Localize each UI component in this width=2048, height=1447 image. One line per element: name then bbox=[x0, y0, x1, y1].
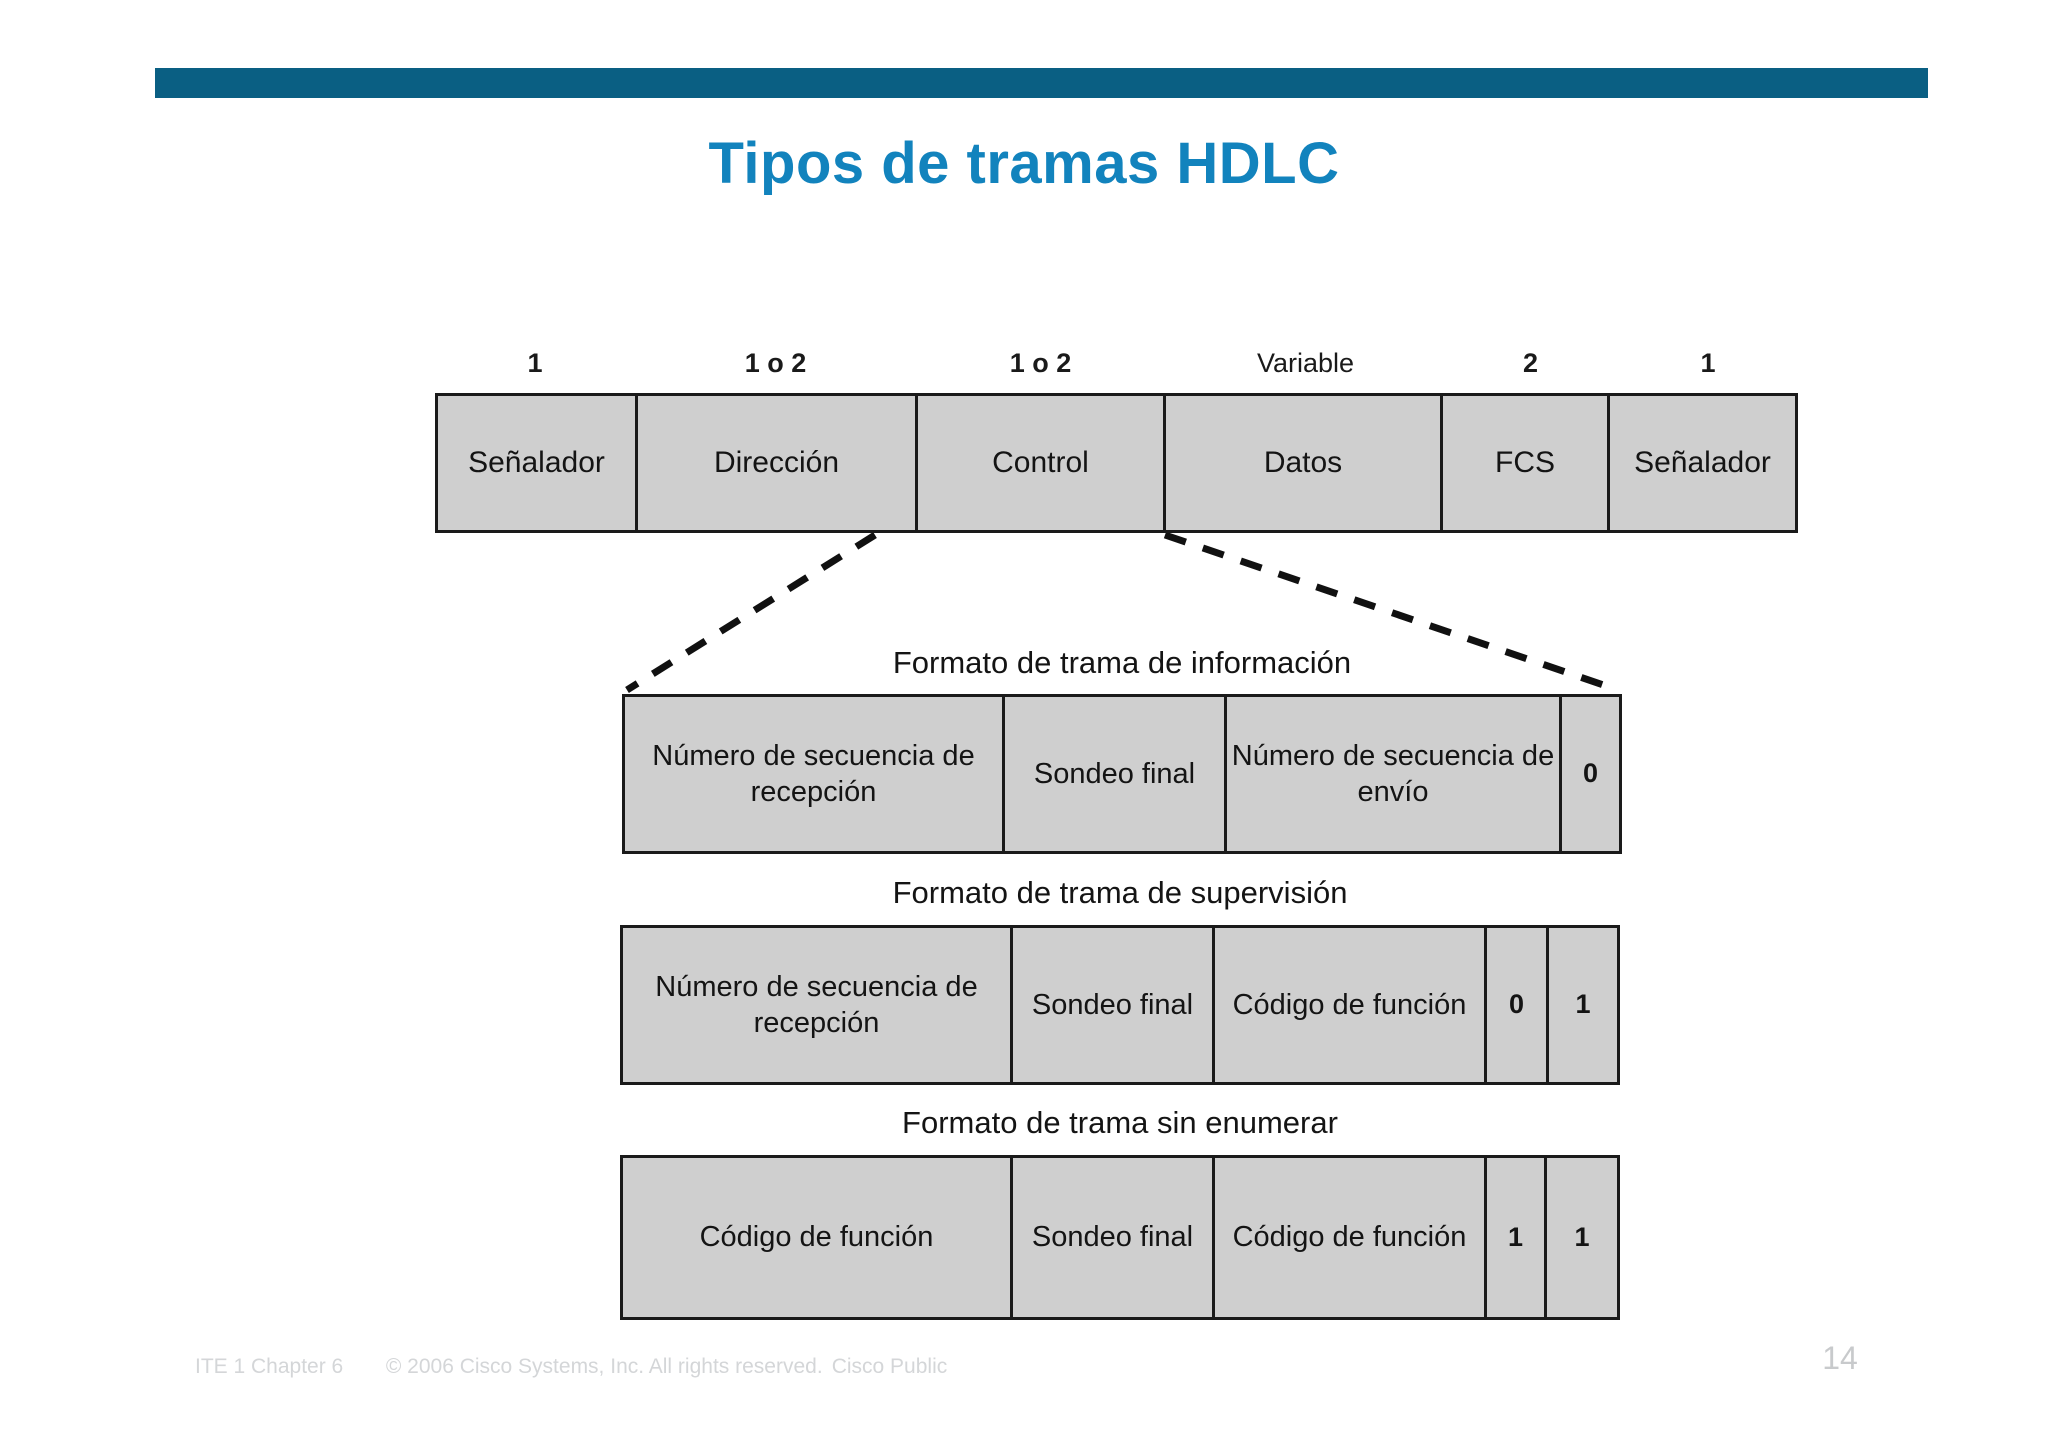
sup-cell-bit-0: 0 bbox=[1487, 928, 1549, 1082]
slide-footer: ITE 1 Chapter 6 © 2006 Cisco Systems, In… bbox=[195, 1355, 1595, 1379]
frame-cell-data: Datos bbox=[1166, 396, 1443, 530]
caption-unnumbered-frame: Formato de trama sin enumerar bbox=[902, 1105, 1338, 1140]
sup-cell-poll-final: Sondeo final bbox=[1013, 928, 1215, 1082]
information-frame-row: Número de secuencia de recepción Sondeo … bbox=[622, 694, 1622, 854]
footer-chapter: ITE 1 Chapter 6 bbox=[195, 1355, 344, 1378]
footer-classification: Cisco Public bbox=[831, 1355, 948, 1378]
size-label-control: 1 o 2 bbox=[1009, 348, 1072, 378]
size-label-data: Variable bbox=[1256, 348, 1355, 378]
caption-supervision-frame: Formato de trama de supervisión bbox=[892, 875, 1348, 910]
info-cell-bit-0: 0 bbox=[1562, 697, 1619, 851]
size-label-flag-1: 1 bbox=[527, 348, 543, 378]
size-label-address: 1 o 2 bbox=[744, 348, 807, 378]
frame-cell-fcs: FCS bbox=[1443, 396, 1610, 530]
page-number: 14 bbox=[1822, 1340, 1858, 1376]
frame-cell-flag-1: Señalador bbox=[438, 396, 638, 530]
caption-information-frame: Formato de trama de información bbox=[892, 645, 1352, 680]
size-label-fcs: 2 bbox=[1522, 348, 1539, 378]
unnumbered-frame-row: Código de función Sondeo final Código de… bbox=[620, 1155, 1620, 1320]
frame-cell-control: Control bbox=[918, 396, 1166, 530]
footer-copyright: © 2006 Cisco Systems, Inc. All rights re… bbox=[385, 1355, 823, 1378]
unnum-cell-bit-1b: 1 bbox=[1547, 1158, 1617, 1317]
unnum-cell-function-code-2: Código de función bbox=[1215, 1158, 1487, 1317]
sup-cell-bit-1: 1 bbox=[1549, 928, 1617, 1082]
unnum-cell-bit-1a: 1 bbox=[1487, 1158, 1547, 1317]
sup-cell-function-code: Código de función bbox=[1215, 928, 1487, 1082]
size-label-flag-2: 1 bbox=[1700, 348, 1716, 378]
info-cell-poll-final: Sondeo final bbox=[1005, 697, 1227, 851]
sup-cell-receive-sequence-number: Número de secuencia de recepción bbox=[623, 928, 1013, 1082]
unnum-cell-function-code-1: Código de función bbox=[623, 1158, 1013, 1317]
info-cell-receive-sequence-number: Número de secuencia de recepción bbox=[625, 697, 1005, 851]
unnum-cell-poll-final: Sondeo final bbox=[1013, 1158, 1215, 1317]
frame-cell-address: Dirección bbox=[638, 396, 918, 530]
supervision-frame-row: Número de secuencia de recepción Sondeo … bbox=[620, 925, 1620, 1085]
frame-cell-flag-2: Señalador bbox=[1610, 396, 1795, 530]
hdlc-top-frame-row: Señalador Dirección Control Datos FCS Se… bbox=[435, 393, 1798, 533]
info-cell-send-sequence-number: Número de secuencia de envío bbox=[1227, 697, 1562, 851]
header-accent-bar bbox=[155, 68, 1928, 98]
page-title: Tipos de tramas HDLC bbox=[708, 131, 1340, 196]
